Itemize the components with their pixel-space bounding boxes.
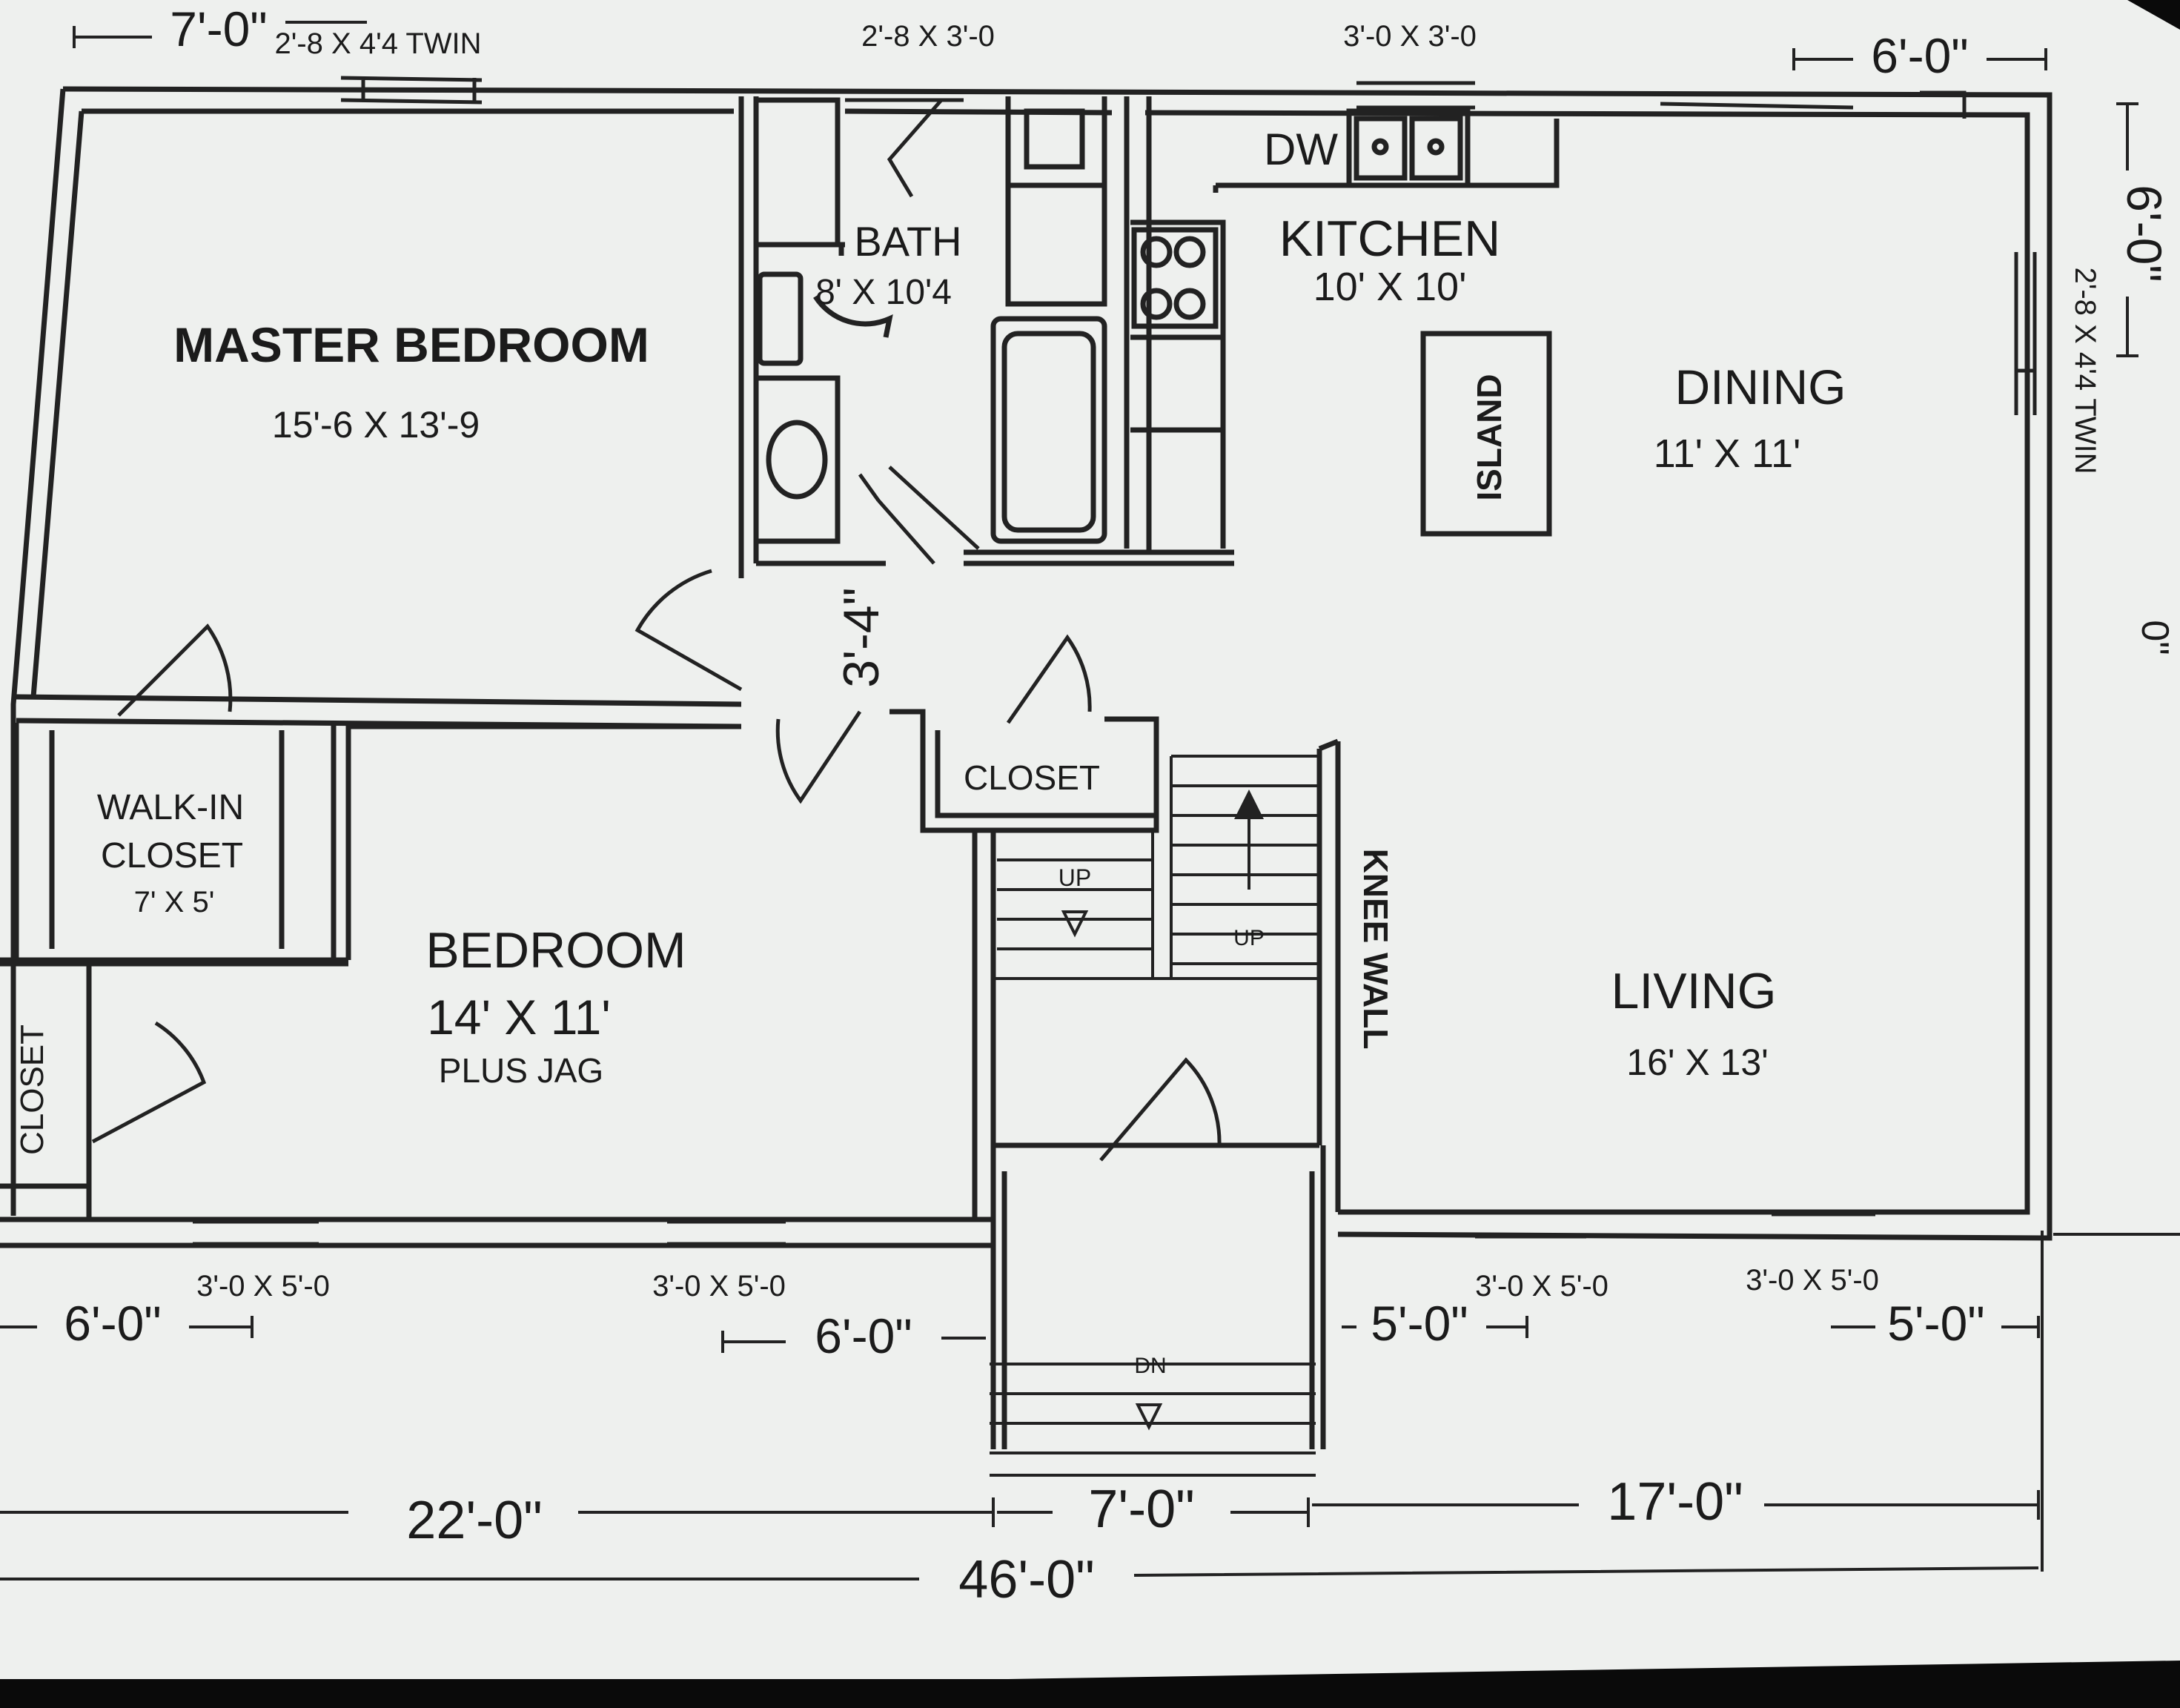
window-labels: 2'-8 X 4'4 TWIN 2'-8 X 3'-0 3'-0 X 3'-0 … [196, 20, 2101, 1302]
dimension-lines [0, 21, 2180, 1580]
dim-bottom-left-offset: 6'-0" [64, 1296, 161, 1351]
window-label-bottom-1: 3'-0 X 5'-0 [196, 1270, 330, 1302]
stair-up-right: UP [1233, 926, 1265, 950]
kitchen-island [1420, 331, 1552, 537]
walk-in-closet-line2: CLOSET [101, 836, 243, 875]
dim-right-section: 17'-0" [1607, 1472, 1743, 1532]
bedroom-name: BEDROOM [425, 922, 686, 979]
kitchen-size: 10' X 10' [1313, 265, 1467, 309]
dim-overall: 46'-0" [958, 1550, 1094, 1609]
dim-top-left-offset: 7'-0" [170, 1, 267, 56]
hall-closet-name: CLOSET [964, 758, 1100, 797]
bedroom-size: 14' X 11' [427, 990, 611, 1045]
kitchen-name: KITCHEN [1279, 211, 1500, 267]
knee-wall-label: KNEE WALL [1356, 849, 1395, 1050]
stair-up-arrow-left [1061, 910, 1089, 938]
windows [193, 76, 2037, 1246]
dim-bottom-right-offset-2: 5'-0" [1887, 1296, 1984, 1351]
bath-fixtures [753, 96, 1107, 544]
window-label-top-bath: 2'-8 X 3'-0 [861, 20, 995, 53]
walk-in-closet-line1: WALK-IN [97, 788, 244, 827]
master-bedroom-size: 15'-6 X 13'-9 [272, 404, 480, 446]
living-name: LIVING [1611, 963, 1777, 1019]
dining-name: DINING [1675, 360, 1846, 414]
side-closet-name: CLOSET [14, 1025, 50, 1155]
interior-walls [0, 96, 1339, 1449]
room-labels: MASTER BEDROOM 15'-6 X 13'-9 BATH 8' X 1… [14, 125, 1846, 1431]
dim-right-side-partial: 0" [2133, 620, 2176, 655]
window-label-bottom-4: 3'-0 X 5'-0 [1746, 1264, 1879, 1297]
master-bedroom-name: MASTER BEDROOM [173, 317, 649, 372]
window-label-bottom-3: 3'-0 X 5'-0 [1475, 1270, 1609, 1302]
stairs [990, 755, 1319, 1477]
dim-right-side-offset: 6'-0" [2117, 185, 2172, 282]
window-label-right-side: 2'-8 X 4'4 TWIN [2069, 267, 2101, 474]
window-label-top-kitchen: 3'-0 X 3'-0 [1343, 20, 1477, 53]
window-label-top-left: 2'-8 X 4'4 TWIN [274, 27, 481, 60]
island-label: ISLAND [1470, 374, 1508, 500]
dim-left-section: 22'-0" [406, 1491, 542, 1550]
bath-size: 8' X 10'4 [815, 273, 952, 312]
window-label-bottom-2: 3'-0 X 5'-0 [652, 1270, 786, 1302]
kitchen-fixtures [1130, 108, 1560, 549]
dishwasher-label: DW [1264, 125, 1338, 174]
dim-bottom-right-offset-1: 5'-0" [1371, 1296, 1468, 1351]
stair-up-left: UP [1058, 864, 1091, 891]
stair-down-arrow [1135, 1403, 1163, 1431]
dining-size: 11' X 11' [1654, 431, 1801, 476]
walk-in-closet-size: 7' X 5' [134, 886, 215, 918]
dimension-labels: 7'-0" 6'-0" 6'-0" 0" 3'-4" 6'-0" 6'-0" 5… [64, 1, 2176, 1609]
door-swings [91, 99, 1222, 1162]
dim-hall-width: 3'-4" [833, 587, 889, 687]
dim-bottom-mid-offset: 6'-0" [815, 1308, 912, 1363]
bedroom-note: PLUS JAG [439, 1051, 603, 1090]
dim-middle-section: 7'-0" [1088, 1480, 1194, 1539]
living-size: 16' X 13' [1626, 1042, 1768, 1083]
dim-top-right-offset: 6'-0" [1871, 28, 1968, 83]
stair-down: DN [1134, 1354, 1166, 1378]
bath-name: BATH [854, 218, 961, 265]
